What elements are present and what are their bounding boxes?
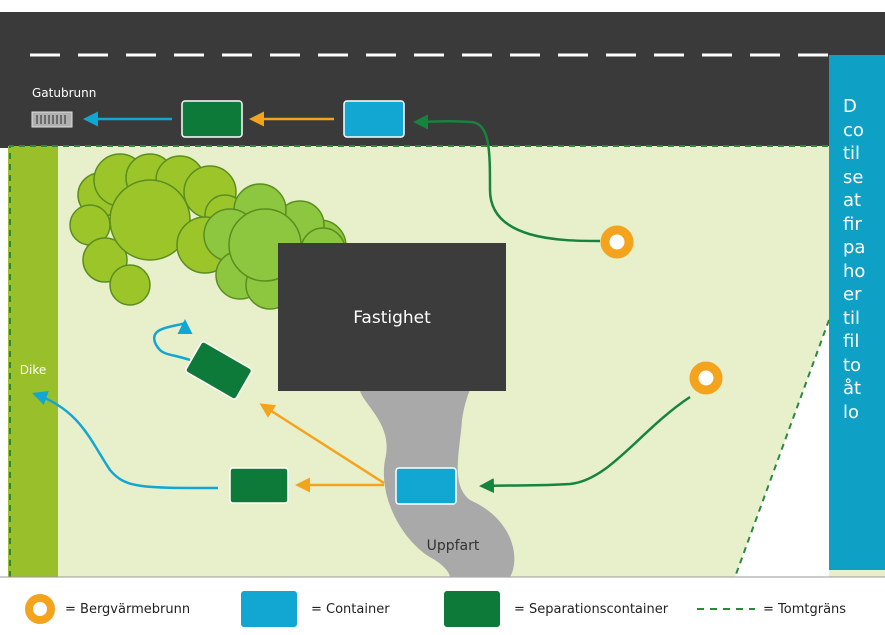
separation-container-road [181, 100, 243, 138]
container-driveway [395, 467, 457, 505]
ditch-label: Dike [20, 363, 46, 377]
legend: = Bergvärmebrunn = Container = Separatio… [0, 583, 885, 635]
geothermal-well-upper [600, 225, 634, 259]
arrow-to-separation-upper [259, 403, 385, 485]
legend-item-boundary: = Tomtgräns [697, 602, 846, 617]
geothermal-well-lower [689, 361, 723, 395]
trees [69, 153, 351, 310]
separation-container-lawn-lower [229, 467, 289, 504]
street-drain-label: Gatubrunn [32, 86, 96, 100]
street-drain-icon [31, 111, 73, 128]
legend-label-boundary: = Tomtgräns [763, 601, 847, 617]
container-swatch-icon [241, 591, 297, 627]
boundary-swatch-icon [697, 608, 755, 610]
arrow-well-upper-to-container [413, 114, 601, 243]
separation-container-lawn-upper [185, 341, 253, 400]
legend-label-separation: = Separationscontainer [514, 601, 669, 617]
well-swatch-icon [25, 594, 55, 624]
property-boundary [9, 145, 830, 578]
driveway-label: Uppfart [427, 538, 480, 554]
separation-swatch-icon [444, 591, 500, 627]
legend-item-container: = Container [241, 591, 390, 627]
legend-item-separation: = Separationscontainer [444, 591, 668, 627]
arrow-to-trees [153, 319, 193, 362]
road [0, 12, 885, 148]
ditch [8, 146, 58, 577]
legend-label-container: = Container [311, 601, 390, 617]
legend-item-well: = Bergvärmebrunn [25, 594, 190, 624]
container-road [343, 100, 405, 138]
building [278, 243, 506, 391]
legend-label-well: = Bergvärmebrunn [65, 601, 191, 617]
building-label: Fastighet [353, 308, 431, 328]
arrow-well-lower-to-container [479, 395, 691, 494]
arrow-to-ditch [32, 390, 219, 490]
